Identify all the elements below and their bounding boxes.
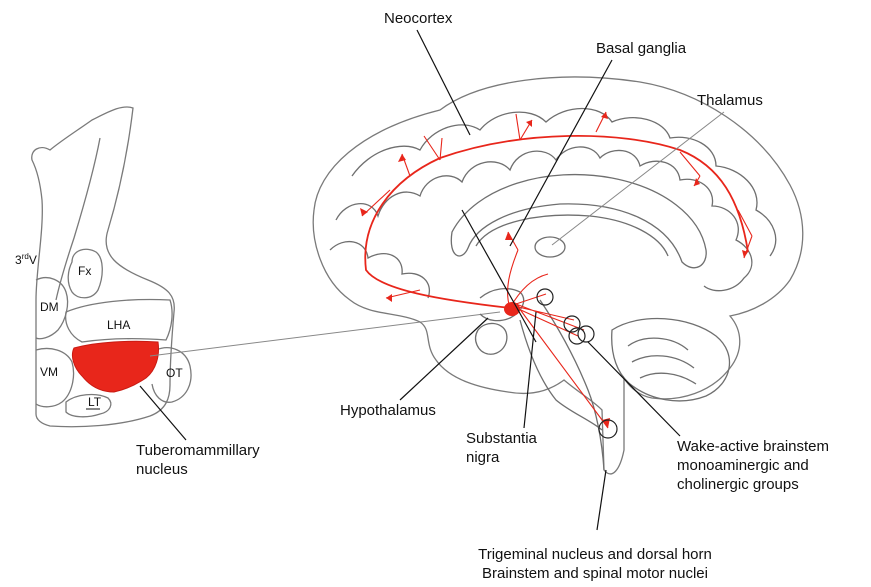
- wake-active-label-line2: monoaminergic and: [677, 457, 809, 475]
- trigeminal-label-line2: Brainstem and spinal motor nuclei: [459, 565, 731, 583]
- neocortex-leader: [417, 30, 470, 135]
- tmn-leader: [140, 386, 186, 440]
- wake-active-label-line1: Wake-active brainstem: [677, 438, 829, 456]
- cortex-gyri: [336, 147, 752, 291]
- hypothalamus-label: Hypothalamus: [340, 402, 436, 420]
- pituitary-shape: [476, 323, 507, 354]
- cerebellum: [612, 319, 730, 401]
- brainstem-group-circle: [578, 326, 594, 342]
- tmn-red-region: [72, 341, 158, 392]
- cortex-gyri-lower: [330, 242, 429, 298]
- substantia-nigra-leader-upper: [462, 210, 536, 342]
- vm-label: VM: [40, 365, 58, 379]
- lateral-ventricle: [476, 215, 668, 256]
- lt-label: LT: [88, 395, 102, 409]
- substantia-nigra-label-line2: nigra: [466, 449, 499, 467]
- trigeminal-label-line1: Trigeminal nucleus and dorsal horn: [459, 546, 731, 564]
- thalamus-shape: [535, 237, 565, 257]
- branch-basal: [508, 232, 518, 308]
- arrowhead: [386, 294, 392, 302]
- substantia-nigra-circle: [537, 289, 553, 305]
- cortex-gyri-outer: [352, 109, 776, 257]
- wake-active-label-line3: cholinergic groups: [677, 476, 799, 494]
- neocortex-label: Neocortex: [384, 10, 452, 28]
- tmn-label-line2: nucleus: [136, 461, 188, 479]
- branch-3: [424, 136, 442, 160]
- ot-label: OT: [166, 366, 183, 380]
- leader-lines: [400, 30, 724, 530]
- trigeminal-leader: [597, 470, 606, 530]
- basal-ganglia-label: Basal ganglia: [596, 40, 686, 58]
- corpus-callosum: [451, 175, 706, 268]
- hypothalamus-leader: [400, 318, 488, 400]
- arrowhead: [505, 232, 512, 240]
- section-to-brain-connector: [150, 312, 500, 356]
- thalamus-label: Thalamus: [697, 92, 763, 110]
- branch-4: [516, 114, 532, 140]
- tmn-label-line1: Tuberomammillary: [136, 442, 260, 460]
- substantia-nigra-leader: [524, 312, 536, 428]
- fornix-label: Fx: [78, 264, 91, 278]
- substantia-nigra-label-line1: Substantia: [466, 430, 537, 448]
- third-ventricle-label: 3rdV: [15, 252, 37, 267]
- cerebellum-folia: [628, 338, 696, 384]
- dm-label: DM: [40, 300, 59, 314]
- lha-label: LHA: [107, 318, 130, 332]
